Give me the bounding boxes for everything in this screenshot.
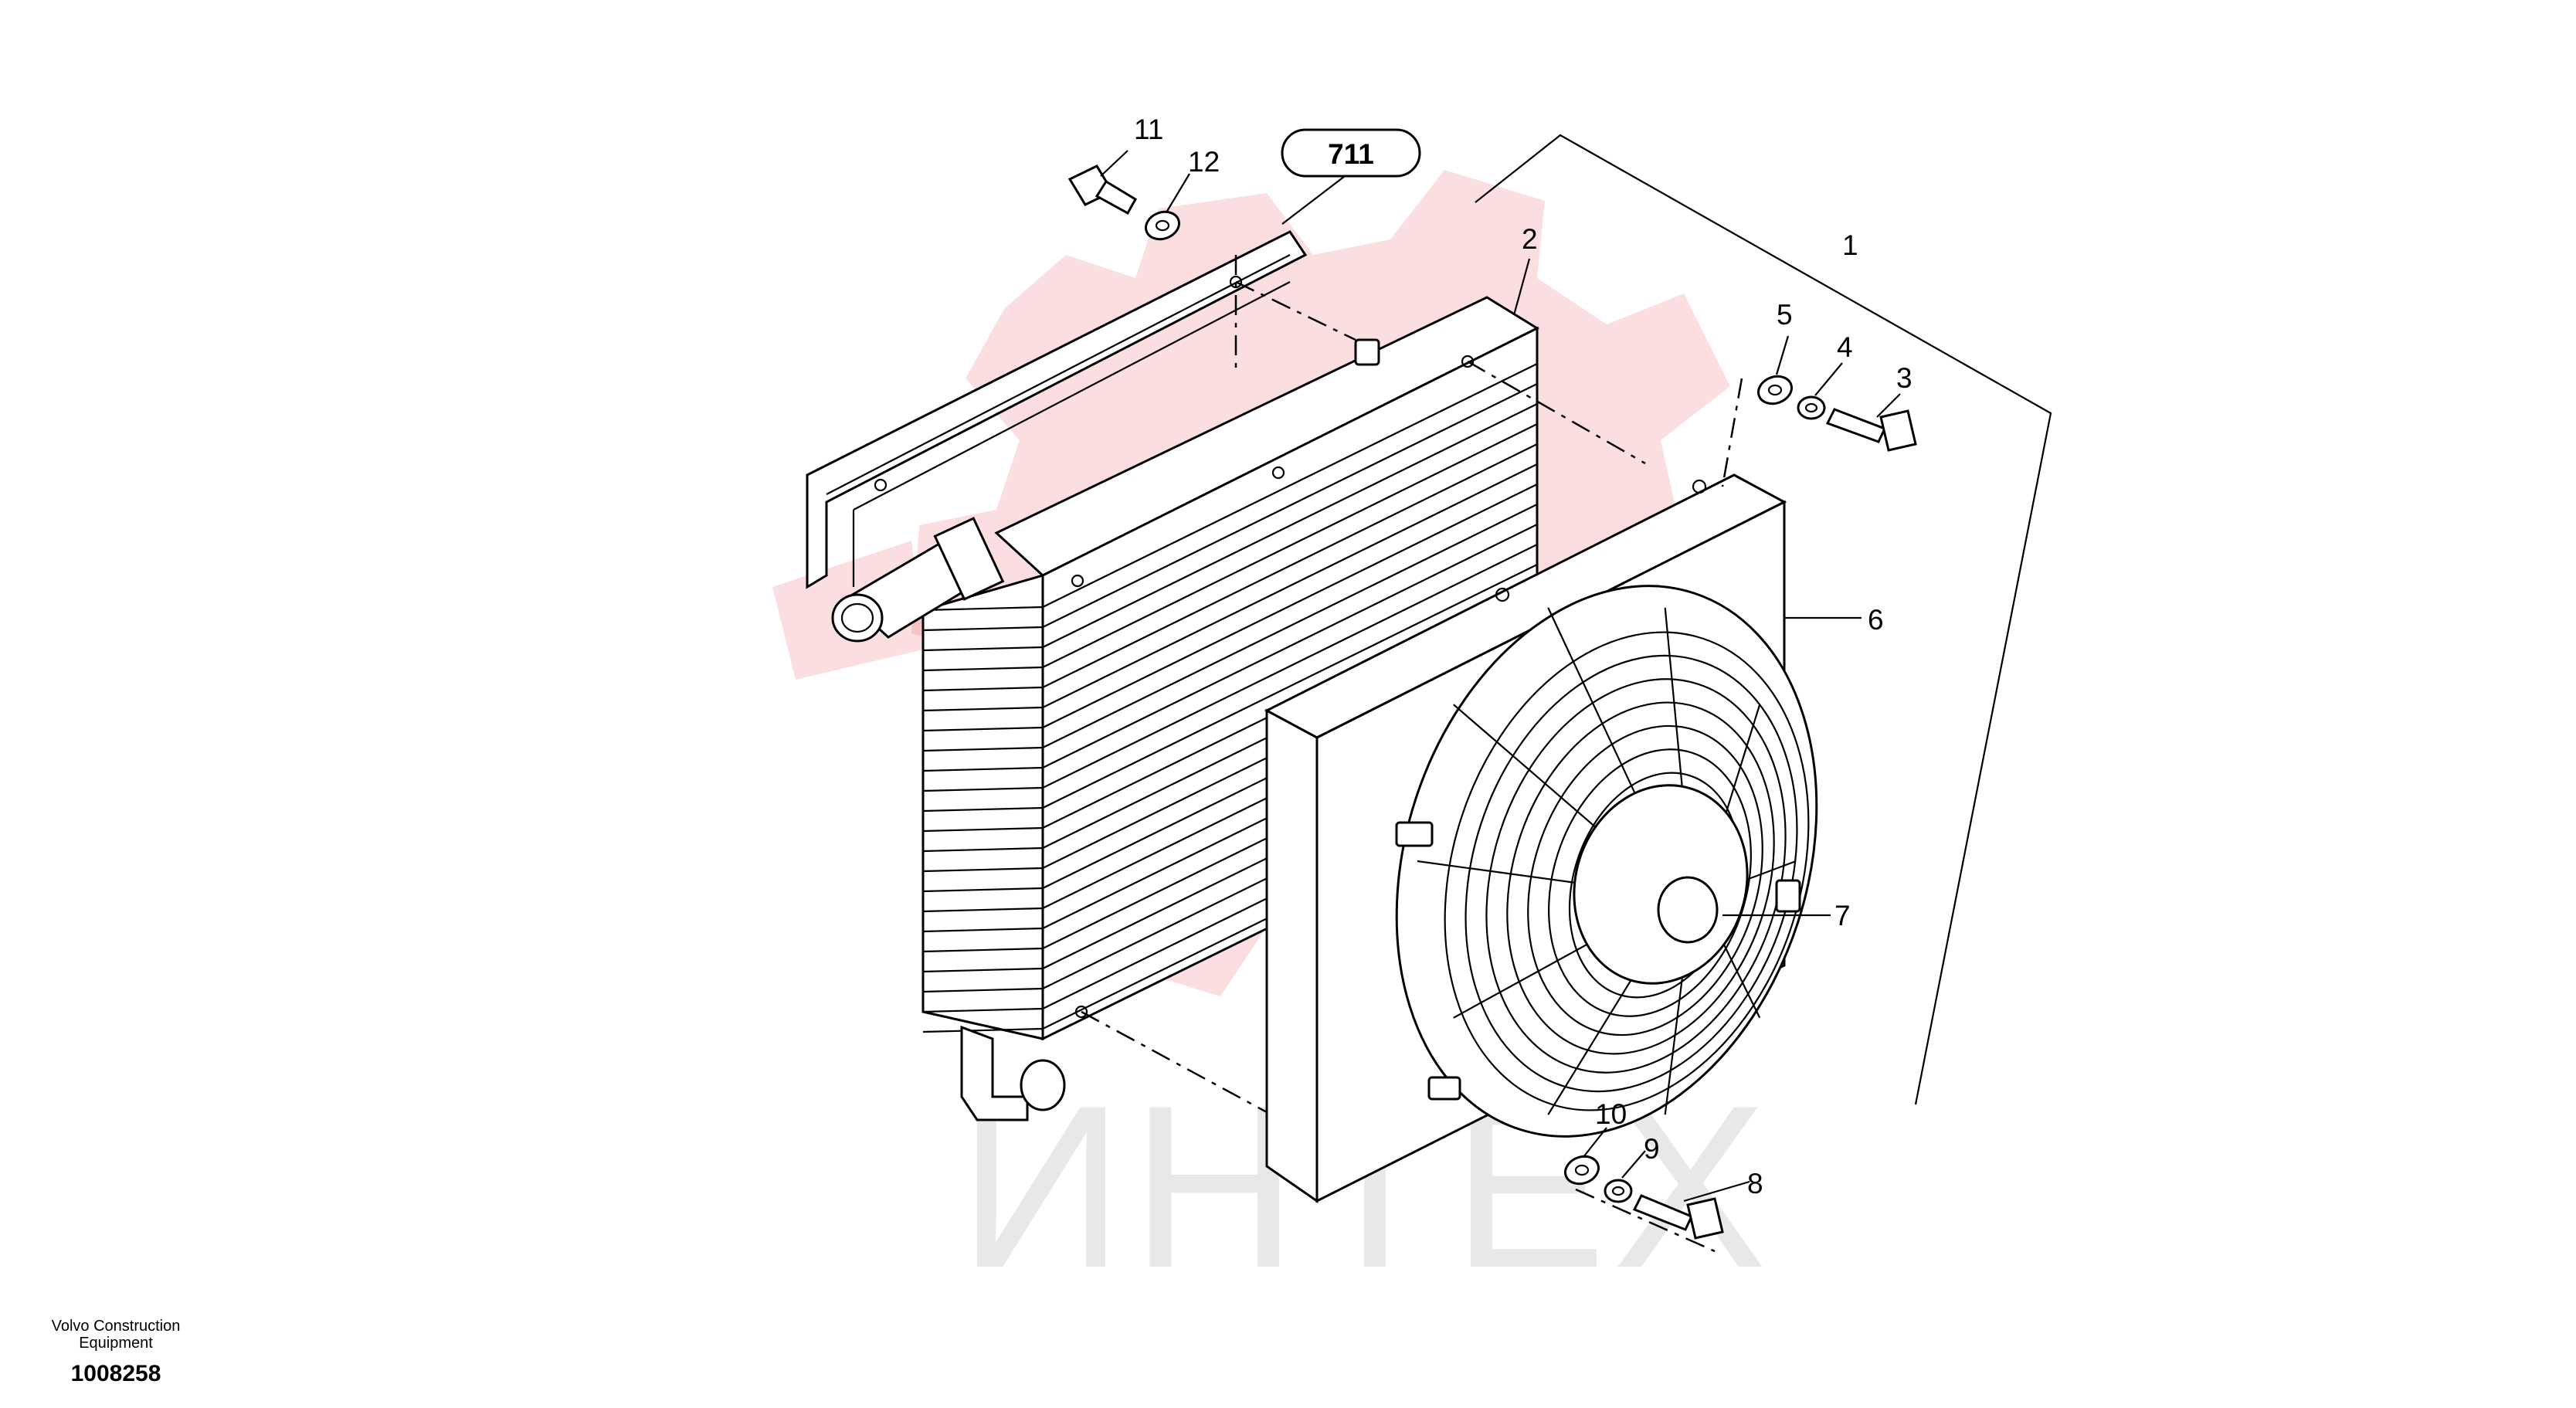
fan-guard-spoke (1417, 860, 1588, 886)
callout-12[interactable]: 12 (1188, 146, 1220, 178)
callout-10[interactable]: 10 (1595, 1098, 1627, 1130)
callout-6[interactable]: 6 (1868, 604, 1884, 636)
lock-washer-item-9 (1604, 1179, 1633, 1203)
gasket-plate (806, 230, 1308, 589)
callout-11[interactable]: 11 (1134, 114, 1163, 145)
fan-guard-ring (1444, 631, 1810, 1111)
fan-guard-spoke (1664, 969, 1685, 1115)
cooler-fin (922, 363, 1538, 612)
callout-3[interactable]: 3 (1896, 362, 1912, 394)
lock-washer-item-4 (1797, 395, 1826, 420)
cooler-fin (922, 423, 1538, 672)
footer-company-name: Volvo Construction Equipment (51, 1318, 181, 1352)
callout-4[interactable]: 4 (1837, 331, 1853, 363)
reference-badge-label: 711 (1328, 138, 1374, 170)
fan-guard-spoke (1719, 936, 1761, 1019)
cooler-fin (922, 403, 1538, 652)
washer-item-12 (1145, 210, 1180, 241)
washer-item-5 (1757, 375, 1793, 405)
bolt-item-3 (1825, 408, 1917, 452)
fan-guard-spoke (1664, 607, 1685, 800)
fan-guard-ring (1464, 654, 1798, 1093)
washer-item-10 (1564, 1155, 1600, 1186)
fan-guard-ring (1506, 701, 1775, 1055)
fan-guard-spoke (1547, 968, 1639, 1115)
fan-guard-ring (1485, 678, 1787, 1074)
callout-8[interactable]: 8 (1747, 1168, 1763, 1199)
bolt-item-8 (1632, 1194, 1724, 1240)
assembly-bracket-line (1475, 134, 2052, 1105)
fan-guard-spoke (1453, 935, 1602, 1019)
cooler-fin (922, 564, 1538, 813)
fan-guard-spoke (1453, 704, 1602, 833)
cooler-fin (922, 383, 1538, 632)
callout-5[interactable]: 5 (1777, 299, 1793, 331)
cooler-fin (922, 544, 1538, 792)
oil-cooler-core (831, 296, 1540, 1121)
fan-guard-spoke (1547, 607, 1639, 801)
callout-1[interactable]: 1 (1842, 229, 1858, 261)
callout-9[interactable]: 9 (1644, 1133, 1660, 1165)
callout-7[interactable]: 7 (1834, 900, 1851, 931)
cooler-fin (922, 524, 1538, 772)
electric-fan (1395, 585, 1818, 1138)
footer-document-number: 1008258 (70, 1361, 161, 1386)
callout-labels: 11 12 2 1 5 4 3 6 7 10 9 8 (1134, 114, 1912, 1199)
cooler-fin (922, 443, 1538, 692)
reference-badge[interactable]: 711 (1281, 128, 1421, 178)
cooler-fin (922, 504, 1538, 752)
callout-2[interactable]: 2 (1522, 223, 1538, 255)
guide-lines (1081, 255, 1743, 1253)
fan-guard-spoke (1719, 704, 1761, 833)
cooler-fin (922, 483, 1538, 732)
leader-lines (1100, 150, 1901, 1203)
cooler-fin (922, 463, 1538, 712)
